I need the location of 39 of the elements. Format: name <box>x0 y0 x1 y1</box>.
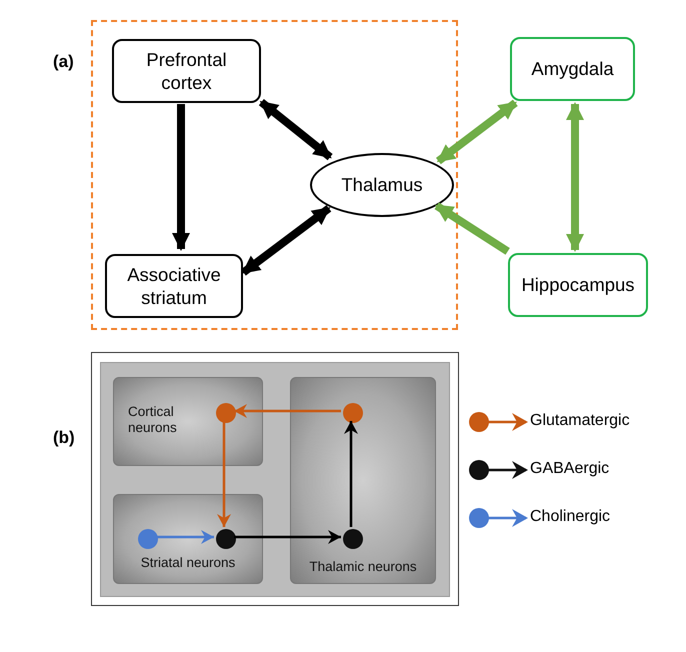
region-label: Associative striatum <box>126 262 222 310</box>
panel-label: (b) <box>53 428 75 448</box>
neuron-dot <box>216 403 236 423</box>
region-box <box>105 254 243 318</box>
area-label: Thalamic neurons <box>308 558 418 575</box>
legend-text: Cholinergic <box>530 508 610 526</box>
region-box <box>112 39 261 103</box>
neuron-area <box>290 377 436 584</box>
neuron-area <box>113 377 263 466</box>
region-box <box>510 37 635 101</box>
legend-text: Glutamatergic <box>530 412 630 430</box>
arrow <box>436 100 518 164</box>
arrow <box>217 421 231 527</box>
arrow <box>344 421 358 527</box>
region-label: Prefrontal cortex <box>145 48 228 94</box>
area-label: Striatal neurons <box>140 554 236 571</box>
region-ellipse <box>310 153 454 217</box>
neuron-dot <box>216 529 236 549</box>
arrow <box>434 202 510 255</box>
legend-text: GABAergic <box>530 460 610 478</box>
arrow <box>258 98 333 160</box>
region-label: Thalamus <box>340 173 424 197</box>
neuron-dot <box>343 529 363 549</box>
neuron-dot <box>343 403 363 423</box>
arrow <box>172 104 190 251</box>
arrow <box>156 530 214 544</box>
neuron-area <box>113 494 263 584</box>
panel-frame <box>91 352 459 606</box>
arrow <box>234 404 341 418</box>
region-box <box>508 253 648 317</box>
arrow <box>241 205 332 276</box>
area-label: Cortical neurons <box>128 404 178 436</box>
arrow <box>566 102 584 252</box>
region-label: Amygdala <box>530 57 615 81</box>
dashed-group-box <box>91 20 458 330</box>
neuron-dot <box>138 529 158 549</box>
panel-label: (a) <box>53 52 74 72</box>
arrow <box>234 530 341 544</box>
region-label: Hippocampus <box>520 273 636 297</box>
